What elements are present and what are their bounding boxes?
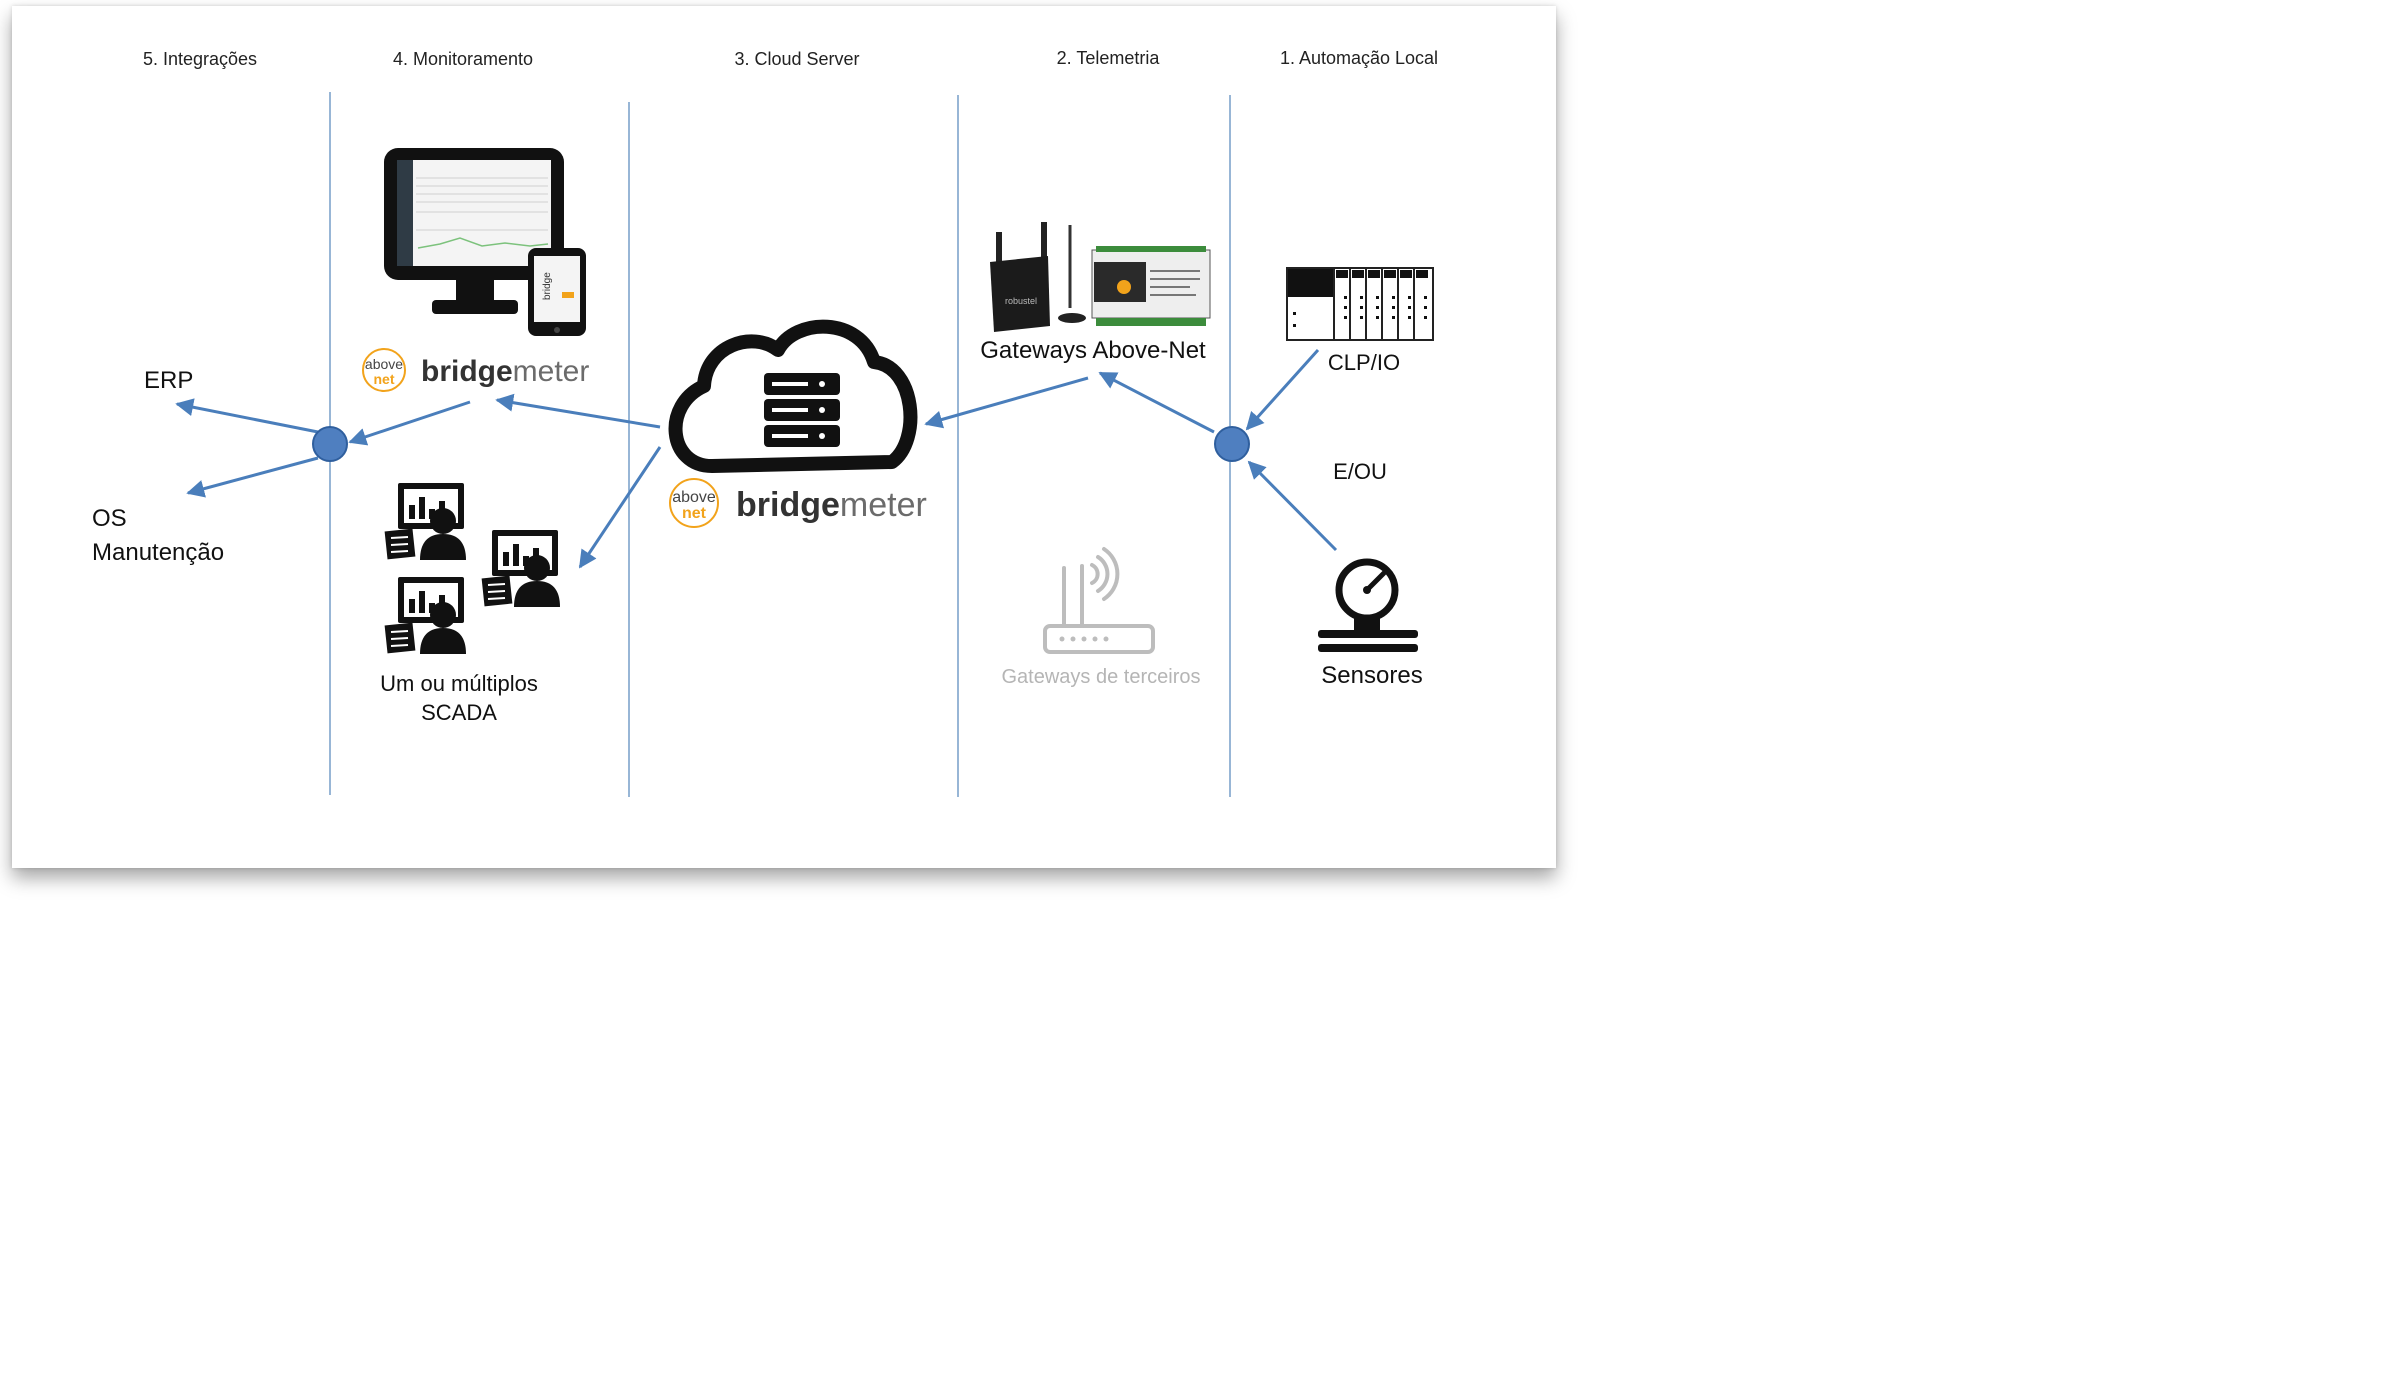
logo-wordmark: bridgemeter	[421, 355, 589, 388]
arrow-node-to-gateways	[1098, 371, 1215, 434]
logo-cloud-bridge-text: bridge	[736, 486, 840, 524]
arrow-sensors-to-node	[1247, 460, 1338, 552]
router-port-dot	[1059, 636, 1065, 642]
junction-node-right	[1214, 426, 1250, 462]
column-heading-monitoramento: 4. Monitoramento	[393, 49, 533, 69]
robustel-brand-text: robustel	[1005, 296, 1037, 306]
logo-meter-text: meter	[513, 355, 590, 388]
router-port-dot	[1103, 636, 1109, 642]
scada-label-line1: Um ou múltiplos	[380, 671, 538, 696]
scada-operator-icon-3	[384, 577, 466, 654]
phone-screen-logo-text: bridge	[542, 272, 553, 300]
scada-operator-icon-2	[481, 530, 560, 607]
logo-cloud-meter-text: meter	[840, 486, 927, 524]
server-rack-icon	[764, 373, 840, 447]
column-heading-automacao-local: 1. Automação Local	[1280, 48, 1438, 68]
robustel-router-icon: robustel	[990, 222, 1086, 332]
bridgemeter-logo-cloud: above net bridgemeter	[669, 478, 927, 528]
abovenet-badge-icon-cloud	[669, 478, 719, 528]
arrow-bridgemeter-to-node	[348, 400, 471, 446]
router-port-dot	[1081, 636, 1087, 642]
logo-net-text: net	[374, 371, 395, 387]
scada-operator-icon-1	[384, 483, 466, 560]
logo-cloud-net-text: net	[682, 505, 707, 522]
os-label: OS	[92, 505, 127, 532]
scada-label-line2: SCADA	[421, 700, 497, 725]
router-port-dot	[1070, 636, 1076, 642]
e-ou-label: E/OU	[1333, 459, 1387, 484]
cloud-server-icon	[668, 319, 918, 473]
router-port-dot	[1092, 636, 1098, 642]
pressure-gauge-sensor-icon	[1318, 558, 1418, 652]
arrow-cloud-to-bridgemeter	[495, 393, 661, 429]
abovenet-badge-icon	[362, 348, 406, 392]
third-party-router-icon	[1043, 547, 1155, 654]
plc-io-module-icon	[1286, 267, 1434, 341]
gateways-terceiros-label: Gateways de terceiros	[1002, 666, 1201, 688]
column-heading-telemetria: 2. Telemetria	[1057, 48, 1161, 68]
logo-cloud-above-text: above	[672, 489, 716, 506]
logo-cloud-wordmark: bridgemeter	[736, 486, 927, 524]
gateways-abovenet-label: Gateways Above-Net	[980, 337, 1206, 364]
logo-bridge-text: bridge	[421, 355, 513, 388]
architecture-diagram: 5. Integrações 4. Monitoramento 3. Cloud…	[92, 48, 1438, 797]
column-heading-integracoes: 5. Integrações	[143, 49, 257, 69]
arrow-node-to-os	[186, 456, 319, 498]
arrow-clp-to-node	[1245, 348, 1320, 431]
monitor-icon	[384, 148, 564, 314]
phone-icon: bridge	[528, 248, 586, 336]
clp-io-label: CLP/IO	[1328, 350, 1400, 375]
arrow-gateways-to-cloud	[924, 376, 1089, 429]
arrow-cloud-to-scada	[578, 446, 662, 569]
bridgemeter-logo-monitoring: above net bridgemeter	[362, 348, 589, 392]
junction-node-left	[312, 426, 348, 462]
manutencao-label: Manutenção	[92, 539, 224, 566]
abovenet-gateway-device-icon	[1091, 246, 1211, 326]
sensores-label: Sensores	[1321, 662, 1422, 689]
column-heading-cloud-server: 3. Cloud Server	[734, 49, 859, 69]
logo-above-text: above	[365, 356, 403, 372]
erp-label: ERP	[144, 367, 193, 394]
router-port-dots	[1059, 636, 1109, 642]
flow-arrows	[175, 348, 1338, 569]
arrow-node-to-erp	[175, 398, 319, 434]
